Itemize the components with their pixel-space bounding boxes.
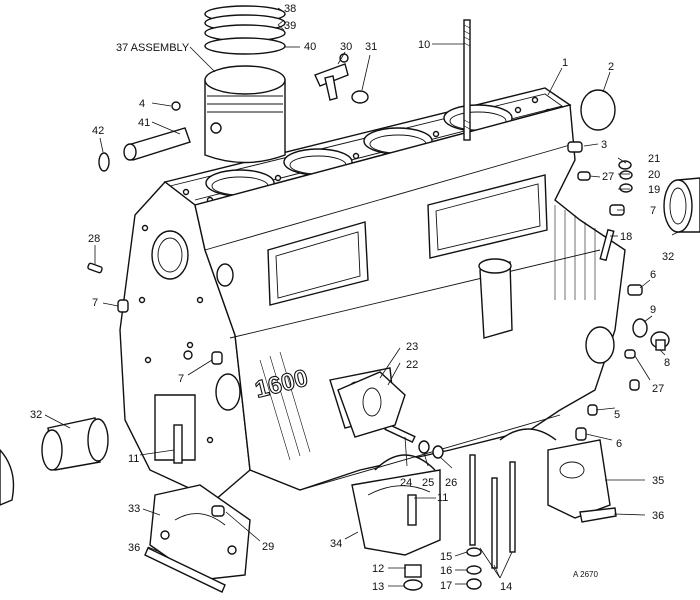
label-32-right: 32 — [662, 251, 674, 263]
label-7-right: 7 — [650, 205, 656, 217]
gudgeon-pin — [127, 127, 191, 161]
label-11-left: 11 — [128, 453, 139, 465]
dowel-7-left — [117, 299, 129, 313]
label-16: 16 — [440, 565, 452, 577]
camshaft-bearing-32-right — [663, 177, 700, 233]
rear-bearing-cap-35 — [547, 439, 611, 519]
label-39: 39 — [284, 20, 296, 32]
label-27-lower: 27 — [652, 383, 664, 395]
label-18: 18 — [620, 231, 632, 243]
label-24: 24 — [400, 477, 412, 489]
washer-21 — [618, 160, 632, 170]
label-36-left: 36 — [128, 542, 140, 554]
nut-washer-12-13 — [403, 564, 423, 591]
dowel-29 — [211, 505, 225, 517]
label-37-assembly: 37 ASSEMBLY — [116, 42, 190, 54]
washer-19 — [619, 183, 633, 193]
label-14: 14 — [500, 581, 512, 593]
main-bearing-cap-33 — [149, 484, 251, 581]
label-11-center: 11 — [437, 492, 448, 504]
label-28: 28 — [88, 233, 100, 245]
label-17: 17 — [440, 580, 452, 592]
dowel-6-upper — [627, 284, 643, 296]
dowel-6-lower — [575, 427, 587, 441]
label-9: 9 — [650, 304, 656, 316]
plug-8 — [650, 331, 670, 351]
washer-31 — [351, 90, 369, 104]
label-30: 30 — [340, 41, 352, 53]
dowel-5-upper — [629, 379, 640, 391]
label-20: 20 — [648, 169, 660, 181]
drain-tap — [314, 53, 349, 101]
label-42: 42 — [92, 125, 104, 137]
pin-28 — [87, 262, 103, 274]
label-38: 38 — [284, 3, 296, 15]
dowel-5-lower — [587, 404, 598, 416]
leader-lines — [44, 7, 679, 587]
dowel-27-lower — [624, 349, 636, 359]
camshaft-bearing-32-left — [0, 417, 109, 506]
label-19: 19 — [648, 184, 660, 196]
dowel-7-lower — [211, 351, 223, 365]
piston-ring-set — [204, 5, 286, 55]
label-26: 26 — [445, 477, 457, 489]
seal-strip-36-right — [579, 507, 617, 523]
label-32-left: 32 — [30, 409, 42, 421]
label-21: 21 — [648, 153, 660, 165]
main-bearing-cap-34 — [351, 469, 441, 556]
washer-9 — [632, 318, 648, 338]
label-8: 8 — [664, 357, 670, 369]
cylinder-head-stud — [463, 19, 471, 141]
studs-14 — [469, 454, 516, 569]
label-25: 25 — [422, 477, 434, 489]
label-2: 2 — [608, 61, 614, 73]
label-13: 13 — [372, 581, 384, 593]
label-12: 12 — [372, 563, 384, 575]
cylinder-block: 1600 — [119, 87, 626, 501]
gasket-22-23 — [337, 371, 406, 438]
label-34: 34 — [330, 538, 342, 550]
nut-26 — [432, 445, 444, 459]
bolt-11-left — [173, 424, 183, 464]
label-29: 29 — [262, 541, 274, 553]
dowel-27-upper — [577, 171, 591, 181]
label-36-right: 36 — [652, 510, 664, 522]
circlip-4 — [171, 101, 181, 111]
piston-assembly — [204, 65, 286, 164]
label-6-lower: 6 — [616, 438, 622, 450]
label-23: 23 — [406, 341, 418, 353]
label-41: 41 — [138, 117, 150, 129]
label-6-upper: 6 — [650, 269, 656, 281]
nut-washer-15-17 — [466, 547, 482, 590]
label-40: 40 — [304, 41, 316, 53]
label-4: 4 — [139, 98, 145, 110]
circlip-42 — [98, 152, 110, 172]
seal-strip-36-left — [144, 547, 226, 593]
core-plug-2 — [580, 89, 616, 131]
washer-20 — [619, 170, 633, 180]
reference-code: A 2670 — [573, 570, 598, 579]
label-3: 3 — [601, 139, 607, 151]
dowel-3 — [567, 141, 583, 153]
label-31: 31 — [365, 41, 377, 53]
washer-25 — [418, 440, 430, 454]
label-22: 22 — [406, 359, 418, 371]
label-33: 33 — [128, 503, 140, 515]
part-labels: 1 2 3 4 5 6 6 7 7 7 8 9 10 11 11 12 13 1… — [30, 3, 674, 593]
stud-18 — [599, 228, 615, 262]
label-5: 5 — [614, 409, 620, 421]
label-15: 15 — [440, 551, 452, 563]
label-27-upper: 27 — [602, 171, 614, 183]
label-7-left: 7 — [92, 297, 98, 309]
label-1: 1 — [562, 57, 568, 69]
label-7-lower: 7 — [178, 373, 184, 385]
label-35: 35 — [652, 475, 664, 487]
label-10: 10 — [418, 39, 430, 51]
bolt-11-center — [407, 494, 417, 526]
